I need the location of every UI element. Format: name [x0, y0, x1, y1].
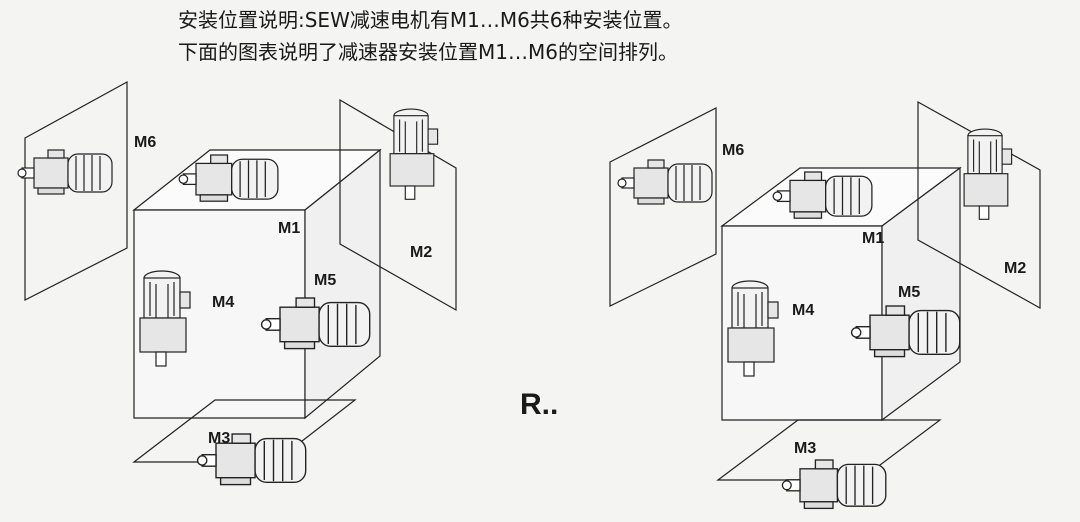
m6-plane: [609, 107, 717, 307]
series-label: R..: [520, 388, 559, 421]
right-label-m2: M2: [1004, 260, 1027, 277]
gearmotor-m6-icon: [617, 159, 713, 205]
left-label-m4: M4: [212, 294, 235, 311]
gearmotor-m3-icon: [781, 459, 887, 510]
intro-line-1: 安装位置说明:SEW减速电机有M1…M6共6种安装位置。: [178, 8, 683, 32]
left-label-m6: M6: [134, 134, 157, 151]
left-diagram: [17, 80, 457, 486]
left-label-m5: M5: [314, 272, 337, 289]
intro-text: 安装位置说明:SEW减速电机有M1…M6共6种安装位置。 下面的图表说明了减速器…: [178, 4, 938, 68]
m6-plane: [24, 80, 128, 301]
gearmotor-m2-icon: [963, 128, 1013, 220]
gearmotor-m2-icon: [389, 108, 439, 200]
left-label-m2: M2: [410, 244, 433, 261]
right-label-m5: M5: [898, 284, 921, 301]
left-label-m3: M3: [208, 430, 231, 447]
intro-line-2: 下面的图表说明了减速器安装位置M1…M6的空间排列。: [178, 40, 678, 64]
gearmotor-m6-icon: [17, 149, 113, 195]
left-label-m1: M1: [278, 220, 301, 237]
right-label-m3: M3: [794, 440, 817, 457]
right-label-m6: M6: [722, 142, 745, 159]
right-label-m1: M1: [862, 230, 885, 247]
right-label-m4: M4: [792, 302, 815, 319]
right-diagram: [609, 100, 1041, 510]
